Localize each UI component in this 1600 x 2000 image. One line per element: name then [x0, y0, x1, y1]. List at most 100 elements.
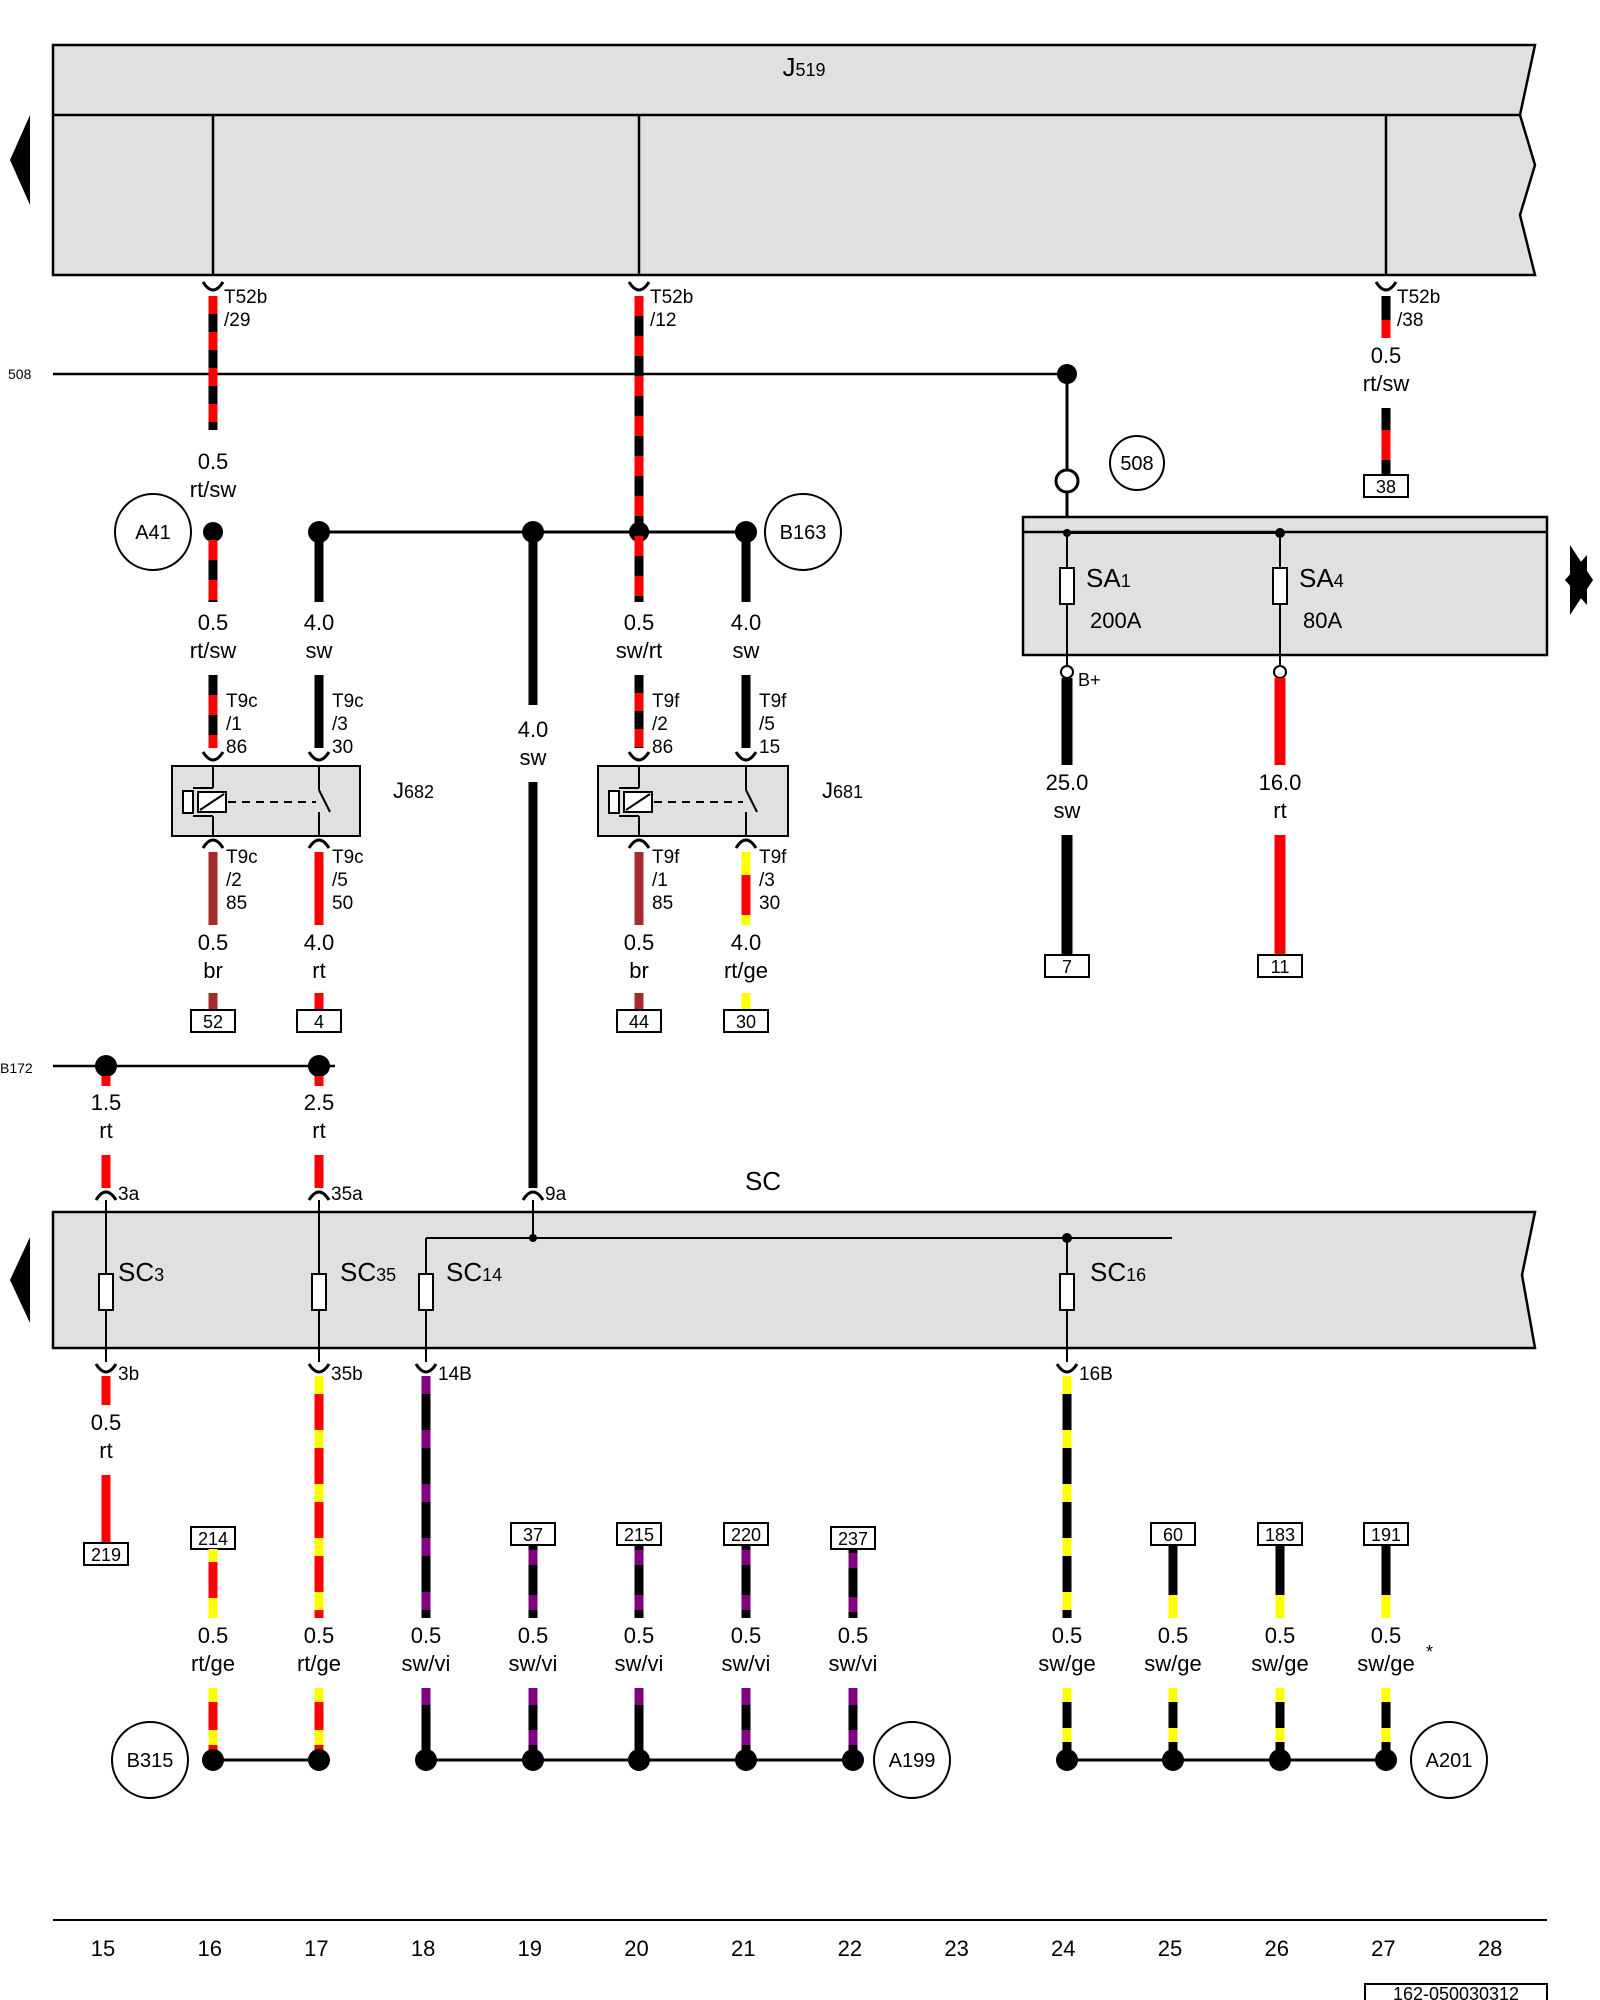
svg-text:sw/ge: sw/ge [1038, 1651, 1095, 1676]
switch-contact-icon [318, 789, 331, 813]
svg-text:38: 38 [1376, 477, 1396, 497]
grid-number: 18 [411, 1936, 435, 1961]
svg-text:30: 30 [759, 893, 780, 914]
svg-text:rt/sw: rt/sw [1363, 371, 1410, 396]
grid-number: 28 [1478, 1936, 1502, 1961]
svg-text:rt/ge: rt/ge [724, 958, 768, 983]
svg-text:0.5: 0.5 [1265, 1623, 1296, 1648]
svg-text:sw/vi: sw/vi [615, 1651, 664, 1676]
svg-text:B315: B315 [127, 1750, 174, 1772]
t52b-38-connector: T52b /38 [1374, 281, 1440, 331]
svg-text:16.0: 16.0 [1259, 770, 1302, 795]
j519-control-unit: J519 [51, 43, 1537, 277]
grid-number: 16 [197, 1936, 221, 1961]
svg-text:sw/ge: sw/ge [1357, 1651, 1414, 1676]
arrow-left-icon [10, 1237, 30, 1323]
svg-text:/38: /38 [1397, 310, 1423, 331]
svg-text:/2: /2 [652, 714, 668, 735]
grid-number: 19 [518, 1936, 542, 1961]
svg-text:T9f: T9f [652, 691, 680, 712]
svg-text:SC3: SC3 [118, 1257, 164, 1287]
svg-text:SC16: SC16 [1090, 1257, 1146, 1287]
svg-text:237: 237 [838, 1529, 868, 1549]
svg-text:T9c: T9c [226, 691, 258, 712]
svg-text:7: 7 [1062, 957, 1072, 977]
svg-text:35a: 35a [331, 1184, 363, 1205]
svg-text:0.5: 0.5 [304, 1623, 335, 1648]
ref-box [1363, 474, 1409, 498]
svg-text:B172: B172 [0, 1060, 33, 1076]
svg-text:sw/ge: sw/ge [1251, 1651, 1308, 1676]
svg-text:215: 215 [624, 1525, 654, 1545]
sc-label: SC [745, 1166, 781, 1196]
j681-label: J681 [822, 778, 863, 803]
lower-segments [208, 1688, 1391, 1760]
svg-text:0.5: 0.5 [91, 1410, 122, 1435]
svg-text:0.5: 0.5 [1158, 1623, 1189, 1648]
svg-text:0.5: 0.5 [624, 1623, 655, 1648]
svg-text:9a: 9a [545, 1184, 567, 1205]
svg-text:183: 183 [1265, 1525, 1295, 1545]
svg-text:85: 85 [652, 893, 673, 914]
svg-text:4.0: 4.0 [731, 610, 762, 635]
svg-text:16B: 16B [1079, 1364, 1113, 1385]
svg-text:219: 219 [91, 1545, 121, 1565]
svg-text:/1: /1 [226, 714, 242, 735]
svg-text:sw/vi: sw/vi [509, 1651, 558, 1676]
fuse-sc14-icon [418, 1273, 434, 1311]
svg-text:T9c: T9c [332, 691, 364, 712]
svg-text:SC14: SC14 [446, 1257, 502, 1287]
circle-508 [1109, 435, 1165, 491]
svg-text:/2: /2 [226, 870, 242, 891]
svg-text:sw: sw [1054, 798, 1081, 823]
ground-bus-a201: A201 [1056, 1721, 1488, 1799]
svg-text:T52b: T52b [1397, 287, 1440, 308]
svg-text:rt/ge: rt/ge [191, 1651, 235, 1676]
svg-text:sw: sw [733, 638, 760, 663]
svg-text:A201: A201 [1426, 1750, 1473, 1772]
svg-text:0.5: 0.5 [1371, 343, 1402, 368]
svg-text:*: * [1426, 1642, 1433, 1662]
svg-text:4.0: 4.0 [304, 610, 335, 635]
svg-text:sw/rt: sw/rt [616, 638, 662, 663]
svg-text:52: 52 [203, 1012, 223, 1032]
doc-id: 162-050030312 [1393, 1984, 1519, 2000]
sa1-label: SA1 [1086, 563, 1131, 593]
fuse-sc16-icon [1059, 1273, 1075, 1311]
svg-text:/3: /3 [332, 714, 348, 735]
svg-text:0.5: 0.5 [1052, 1623, 1083, 1648]
svg-text:/5: /5 [759, 714, 775, 735]
svg-text:0.5: 0.5 [624, 610, 655, 635]
svg-text:3a: 3a [118, 1184, 140, 1205]
t52b-12-connector: T52b /12 [627, 281, 693, 331]
svg-text:0.5: 0.5 [198, 449, 229, 474]
svg-text:/12: /12 [650, 310, 676, 331]
svg-text:11: 11 [1271, 957, 1290, 977]
j682-label: J682 [393, 778, 434, 803]
svg-text:85: 85 [226, 893, 247, 914]
bottom-wire-labels: 0.5 rt/ge 0.5 rt/ge 0.5 sw/vi 0.5 sw/vi … [191, 1623, 1433, 1676]
svg-text:0.5: 0.5 [518, 1623, 549, 1648]
circle-b163 [764, 493, 842, 571]
svg-text:15: 15 [759, 737, 780, 758]
svg-text:/5: /5 [332, 870, 348, 891]
svg-text:rt/ge: rt/ge [297, 1651, 341, 1676]
svg-text:B163: B163 [780, 522, 827, 544]
grid-number: 21 [731, 1936, 755, 1961]
svg-text:B+: B+ [1078, 670, 1101, 690]
sc-fusebox [51, 1210, 1537, 1350]
svg-text:25.0: 25.0 [1046, 770, 1089, 795]
svg-text:220: 220 [731, 1525, 761, 1545]
switch-contact-icon [745, 789, 758, 813]
svg-text:0.5: 0.5 [624, 930, 655, 955]
svg-text:0.5: 0.5 [838, 1623, 869, 1648]
svg-text:/29: /29 [224, 310, 250, 331]
svg-text:T9c: T9c [332, 847, 364, 868]
svg-text:37: 37 [523, 1525, 543, 1545]
svg-text:T9c: T9c [226, 847, 258, 868]
svg-text:0.5: 0.5 [198, 930, 229, 955]
svg-text:60: 60 [1163, 1525, 1183, 1545]
svg-text:A199: A199 [889, 1750, 936, 1772]
